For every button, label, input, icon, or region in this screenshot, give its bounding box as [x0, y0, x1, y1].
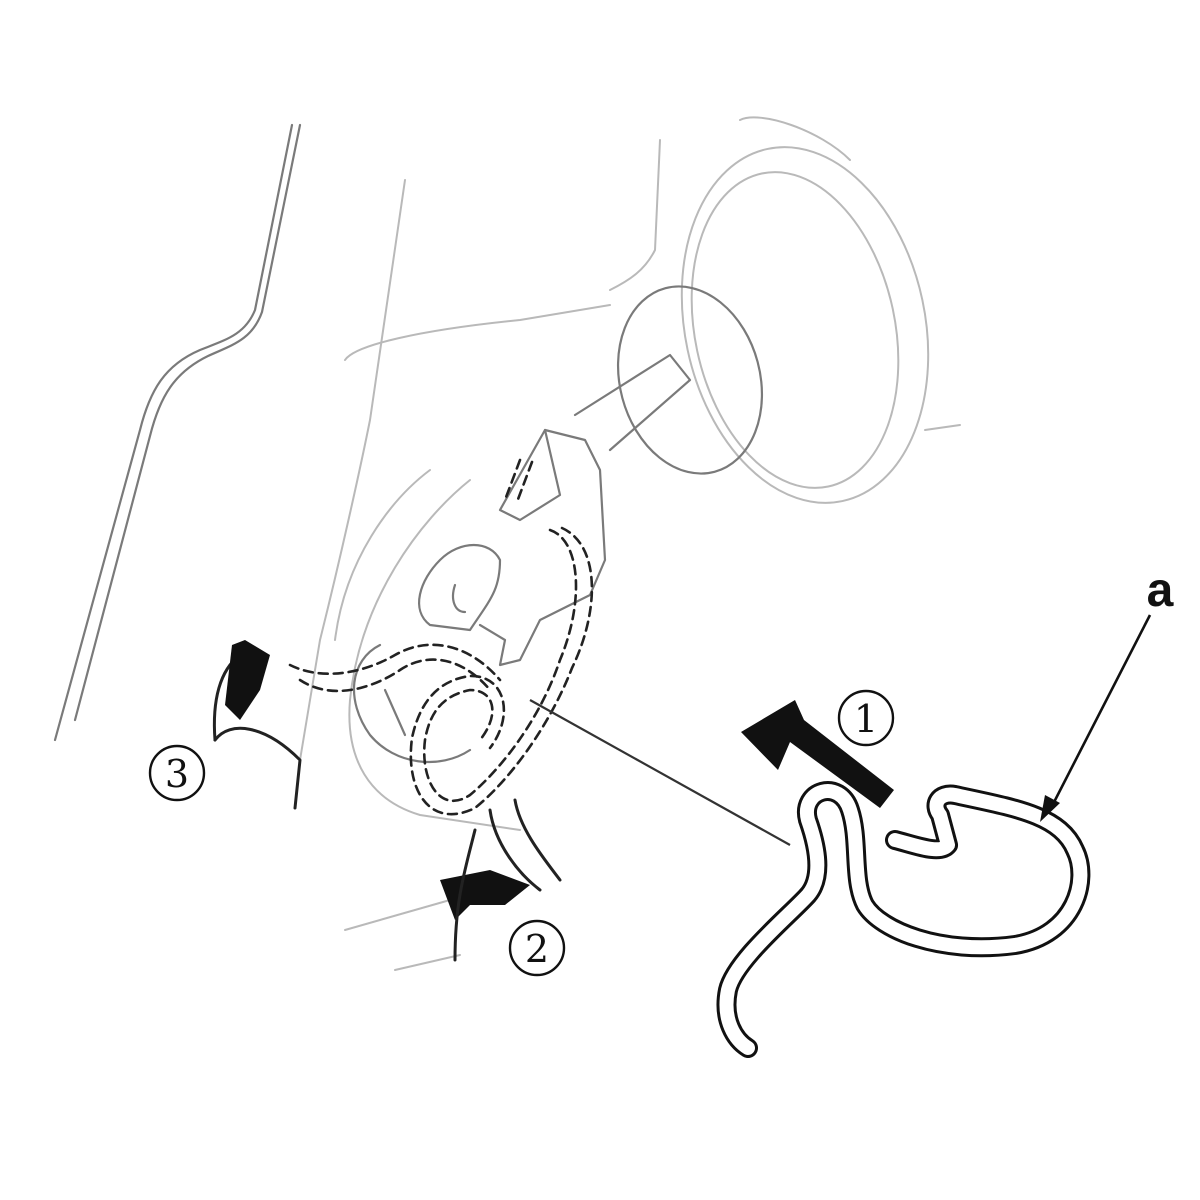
callout-step-2-label: 2 — [525, 927, 549, 971]
rotate-arrow-2-icon — [440, 798, 562, 962]
body-panel-outline — [53, 123, 661, 971]
spring-seat-assembly — [573, 116, 961, 504]
spring-clip-part — [716, 781, 1091, 1058]
callout-step-2: 2 — [508, 919, 566, 977]
push-arrow-icon — [741, 700, 894, 808]
callout-step-3: 3 — [148, 744, 206, 802]
part-a-leader-arrow — [1040, 614, 1152, 822]
leader-line — [529, 699, 791, 846]
installed-clip-hidden-lines — [288, 458, 594, 816]
callout-step-1-label: 1 — [854, 697, 878, 741]
clip-bracket — [352, 428, 607, 764]
callout-step-1: 1 — [837, 689, 895, 747]
part-a-label: a — [1147, 564, 1174, 617]
rotate-arrow-3-icon — [212, 640, 302, 810]
callout-step-3-label: 3 — [165, 752, 189, 796]
